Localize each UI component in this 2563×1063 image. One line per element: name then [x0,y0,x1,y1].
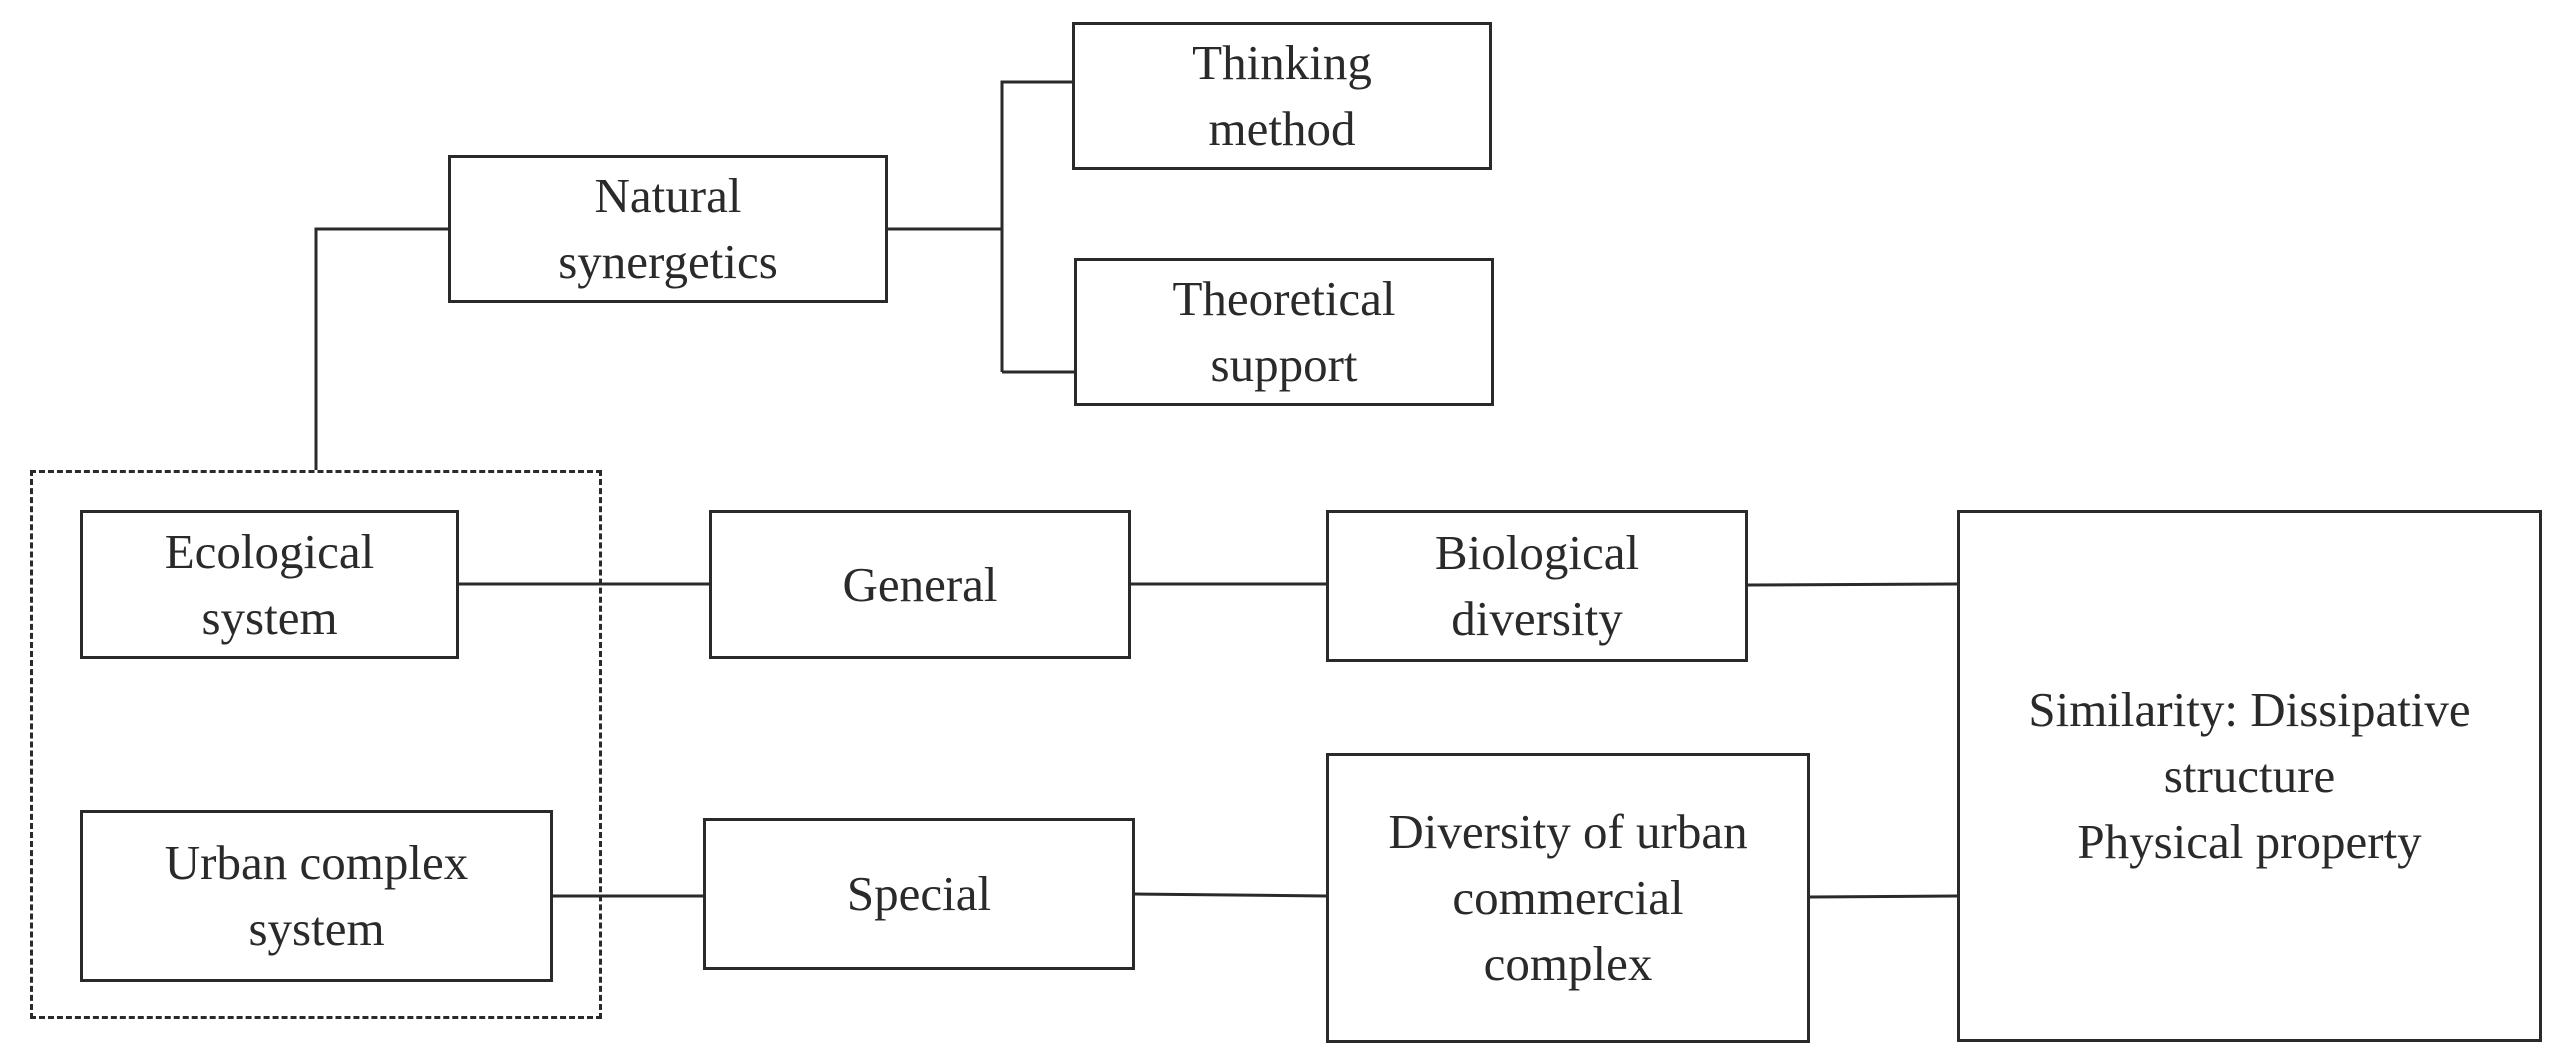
node-biological-diversity: Biological diversity [1326,510,1748,662]
node-natural-synergetics-label: Natural synergetics [558,168,778,289]
node-diversity-urban-commercial-complex: Diversity of urban commercial complex [1326,753,1810,1043]
node-similarity-dissipative-structure-label: Similarity: Dissipative structure Physic… [2028,682,2471,869]
node-general: General [709,510,1131,659]
connector-group-to-natural-synergetics [314,227,448,470]
node-thinking-method: Thinking method [1072,22,1492,170]
node-theoretical-support: Theoretical support [1074,258,1494,406]
node-urban-complex-system-label: Urban complex system [164,835,469,956]
node-special-label: Special [846,866,992,921]
system-group-dashed-box [30,470,602,1019]
node-thinking-method-label: Thinking method [1192,35,1372,156]
node-urban-complex-system: Urban complex system [80,810,553,982]
node-natural-synergetics: Natural synergetics [448,155,888,303]
connector-biological-to-similarity [1747,582,1958,587]
node-theoretical-support-label: Theoretical support [1172,271,1396,392]
node-ecological-system: Ecological system [80,510,459,659]
node-diversity-urban-commercial-complex-label: Diversity of urban commercial complex [1388,804,1748,991]
connector-special-to-diversity [1134,892,1327,898]
node-biological-diversity-label: Biological diversity [1434,525,1640,646]
node-special: Special [703,818,1135,970]
connector-diversity-to-similarity [1809,894,1958,899]
connector-to-thinking-method [1000,80,1072,372]
node-similarity-dissipative-structure: Similarity: Dissipative structure Physic… [1957,510,2542,1042]
node-general-label: General [842,556,998,612]
node-ecological-system-label: Ecological system [164,523,375,645]
